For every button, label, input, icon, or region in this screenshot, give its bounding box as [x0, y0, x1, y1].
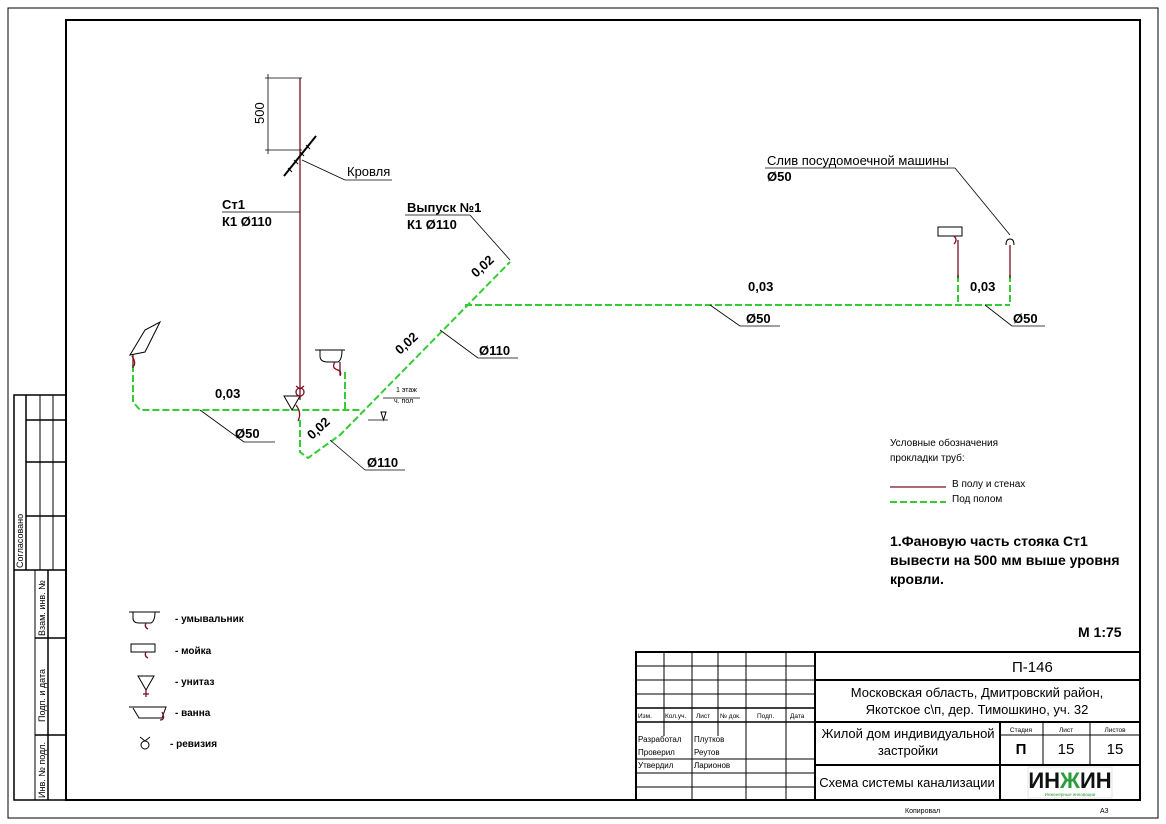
format-label: А3: [1100, 808, 1109, 815]
company-logo: ИНЖИН Инженерные инновации: [1027, 766, 1113, 799]
wall-pipes: [132, 240, 1011, 375]
diameter-label: Ø110: [479, 343, 510, 358]
note-line: вывести на 500 мм выше уровня: [890, 552, 1120, 568]
bathtub-icon: [129, 706, 167, 721]
object-name: застройки: [878, 743, 938, 758]
sheet-value: 15: [1058, 741, 1075, 758]
dishwasher-hook-icon: [1005, 238, 1015, 246]
address: Якотское с\п, дер. Тимошкино, уч. 32: [866, 702, 1089, 717]
slope-label: 0,02: [468, 252, 497, 280]
sheets-header: Листов: [1104, 727, 1126, 734]
roof-hatch: [283, 135, 317, 177]
svg-text:ИНЖИН: ИНЖИН: [1028, 768, 1111, 793]
floor-mark-2: ч. пол: [394, 398, 413, 405]
drawing-code: П-146: [1012, 659, 1053, 676]
riser-spec: К1 Ø110: [222, 214, 272, 229]
scale: М 1:75: [1078, 624, 1122, 640]
dishwasher-label: Слив посудомоечной машины: [767, 153, 949, 168]
legend-title: Условные обозначения: [890, 437, 998, 449]
stage-value: П: [1016, 741, 1027, 758]
note: 1.Фановую часть стояка Ст1 вывести на 50…: [890, 533, 1120, 587]
inv-label: Инв. № подл.: [37, 742, 47, 798]
under-floor-pipes: [132, 261, 1011, 460]
floor-mark-1: 1 этаж: [396, 387, 417, 394]
diameter-label: Ø110: [367, 455, 398, 470]
slope-label: 0,03: [970, 279, 995, 294]
sink-icon: [130, 643, 156, 659]
person: Ларионов: [694, 761, 730, 770]
washbasin-icon: [129, 611, 160, 630]
sink-icon: [937, 226, 963, 245]
header-cell: Кол.уч.: [665, 713, 686, 720]
side-stamp: Согласовано Взам. инв. № Подп. и дата Ин…: [13, 394, 67, 801]
symbol-label: - ванна: [175, 708, 211, 719]
copied-label: Копировал: [905, 808, 940, 815]
stage-header: Стадия: [1010, 727, 1033, 734]
svg-text:Инженерные инновации: Инженерные инновации: [1045, 792, 1096, 797]
person: Плутков: [694, 735, 724, 744]
diameter-label: Ø50: [746, 311, 771, 326]
replace-label: Взам. инв. №: [37, 580, 47, 636]
header-cell: Лист: [696, 713, 710, 720]
agreed-label: Согласовано: [15, 514, 25, 568]
role: Разработал: [638, 735, 682, 744]
object-name: Жилой дом индивидуальной: [821, 726, 994, 741]
symbol-label: - ревизия: [170, 739, 217, 750]
sign-date-label: Подп. и дата: [37, 669, 47, 722]
drawing-title: Схема системы канализации: [819, 775, 995, 790]
legend-under-floor: Под полом: [952, 494, 1002, 505]
bathtub-icon: [128, 320, 162, 367]
header-cell: № док.: [720, 713, 741, 720]
outlet-name: Выпуск №1: [407, 200, 481, 215]
header-cell: Изм.: [638, 713, 652, 720]
legend-title: прокладки труб:: [890, 452, 965, 464]
outer-border: [7, 7, 1159, 819]
outlet-spec: К1 Ø110: [407, 217, 457, 232]
toilet-icon: [137, 675, 155, 697]
slope-label: 0,03: [748, 279, 773, 294]
toilet-icon: [283, 395, 301, 422]
sheets-value: 15: [1107, 741, 1124, 758]
riser-st1: 500 Кровля Ст1 К1 Ø110: [222, 74, 392, 400]
cleanout-icon: [139, 736, 151, 750]
note-line: 1.Фановую часть стояка Ст1: [890, 533, 1088, 549]
cleanout-icon: [295, 385, 305, 397]
symbol-label: - мойка: [175, 646, 212, 657]
header-cell: Подп.: [757, 713, 774, 720]
pipe-legend: Условные обозначения прокладки труб: В п…: [890, 437, 1025, 505]
slope-label: 0,02: [304, 414, 333, 442]
note-line: кровли.: [890, 571, 944, 587]
slope-label: 0,02: [392, 329, 421, 357]
roof-label: Кровля: [347, 164, 390, 179]
dishwasher-dia: Ø50: [767, 169, 792, 184]
symbol-label: - умывальник: [175, 614, 245, 625]
diameter-label: Ø50: [235, 426, 260, 441]
person: Реутов: [694, 748, 720, 757]
symbol-legend: - умывальник - мойка - унитаз - ванна - …: [129, 611, 245, 750]
slope-label: 0,03: [215, 386, 240, 401]
header-cell: Дата: [790, 713, 805, 720]
address: Московская область, Дмитровский район,: [851, 685, 1103, 700]
symbol-label: - унитаз: [175, 677, 214, 688]
legend-in-walls: В полу и стенах: [952, 479, 1025, 490]
dim-500: 500: [252, 102, 267, 124]
role: Утвердил: [638, 761, 674, 770]
washbasin-icon: [315, 349, 345, 377]
sheet-header: Лист: [1059, 727, 1073, 734]
diameter-label: Ø50: [1013, 311, 1038, 326]
riser-name: Ст1: [222, 197, 245, 212]
role: Проверил: [638, 748, 675, 757]
title-block: Изм. Кол.уч. Лист № док. Подп. Дата Разр…: [635, 651, 1141, 815]
